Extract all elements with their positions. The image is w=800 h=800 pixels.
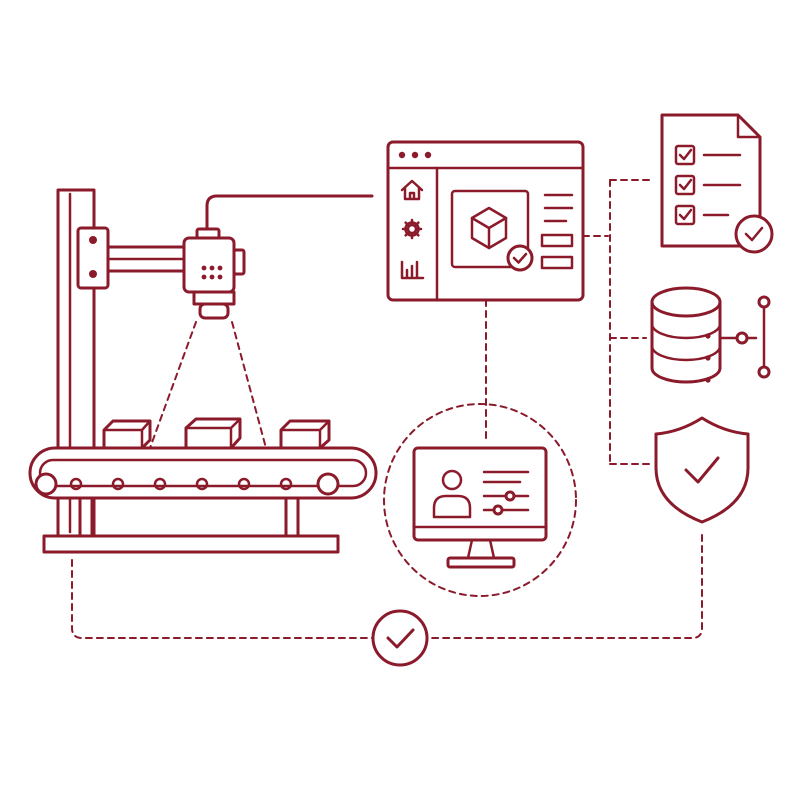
belt-rollers — [34, 472, 340, 496]
camera-lens-housing — [192, 290, 236, 306]
quality-shield — [654, 416, 750, 524]
scan-beam-left — [149, 321, 197, 449]
inspection-camera-icon — [182, 227, 246, 320]
monitor-stand — [466, 538, 496, 560]
detail-field — [540, 255, 574, 270]
clamp-bolt-bottom — [89, 270, 97, 278]
drive-roller-right — [316, 472, 340, 496]
scan-beam-right — [231, 321, 267, 449]
checkbox-checked-icon — [674, 174, 696, 196]
camera-cable-connector — [205, 194, 374, 234]
operator-monitor — [383, 403, 577, 597]
camera-side-module — [232, 248, 246, 276]
check-mark — [386, 628, 415, 649]
shield-icon — [654, 416, 750, 524]
network-branch-icon — [718, 295, 771, 379]
monitor-focus-ring — [383, 403, 577, 597]
window-control-dots — [398, 151, 432, 159]
monitor-base — [446, 556, 516, 569]
home-icon — [400, 179, 424, 201]
approval-check — [371, 609, 429, 667]
conveyor-belt-inner — [38, 458, 368, 488]
detail-field — [540, 233, 574, 248]
box-icon — [184, 417, 242, 450]
checklist-report — [660, 113, 774, 254]
conveyor-to-check-connector — [71, 559, 373, 639]
drive-roller-left — [34, 472, 58, 496]
database-icon — [650, 286, 722, 384]
box-3d-icon — [470, 206, 508, 250]
conveyor-station — [28, 188, 378, 554]
camera-lens — [198, 302, 230, 320]
inspection-software-window — [386, 140, 585, 302]
shield-check-mark — [684, 456, 720, 484]
box-icon — [279, 419, 331, 450]
check-circle-icon — [371, 609, 429, 667]
checkbox-checked-icon — [674, 204, 696, 226]
camera-body — [182, 236, 236, 294]
user-profile-icon — [432, 469, 472, 519]
connectors — [71, 179, 703, 639]
check-circle-icon — [506, 244, 534, 272]
shield-to-check-connector — [427, 534, 703, 639]
clamp-bolt-top — [89, 236, 97, 244]
document-outline — [660, 113, 762, 248]
bar-chart-icon — [400, 260, 425, 280]
product-viewport — [450, 189, 530, 269]
slider-control-icon — [482, 490, 530, 516]
conveyor-base — [42, 534, 340, 554]
check-circle-icon — [734, 214, 774, 254]
gear-icon — [401, 218, 423, 240]
checkbox-checked-icon — [674, 144, 696, 166]
camera-led-grid — [201, 265, 223, 280]
box-icon — [102, 419, 152, 450]
database — [650, 286, 771, 384]
document-fold — [736, 113, 762, 139]
arm-clamp-plate — [76, 226, 110, 290]
